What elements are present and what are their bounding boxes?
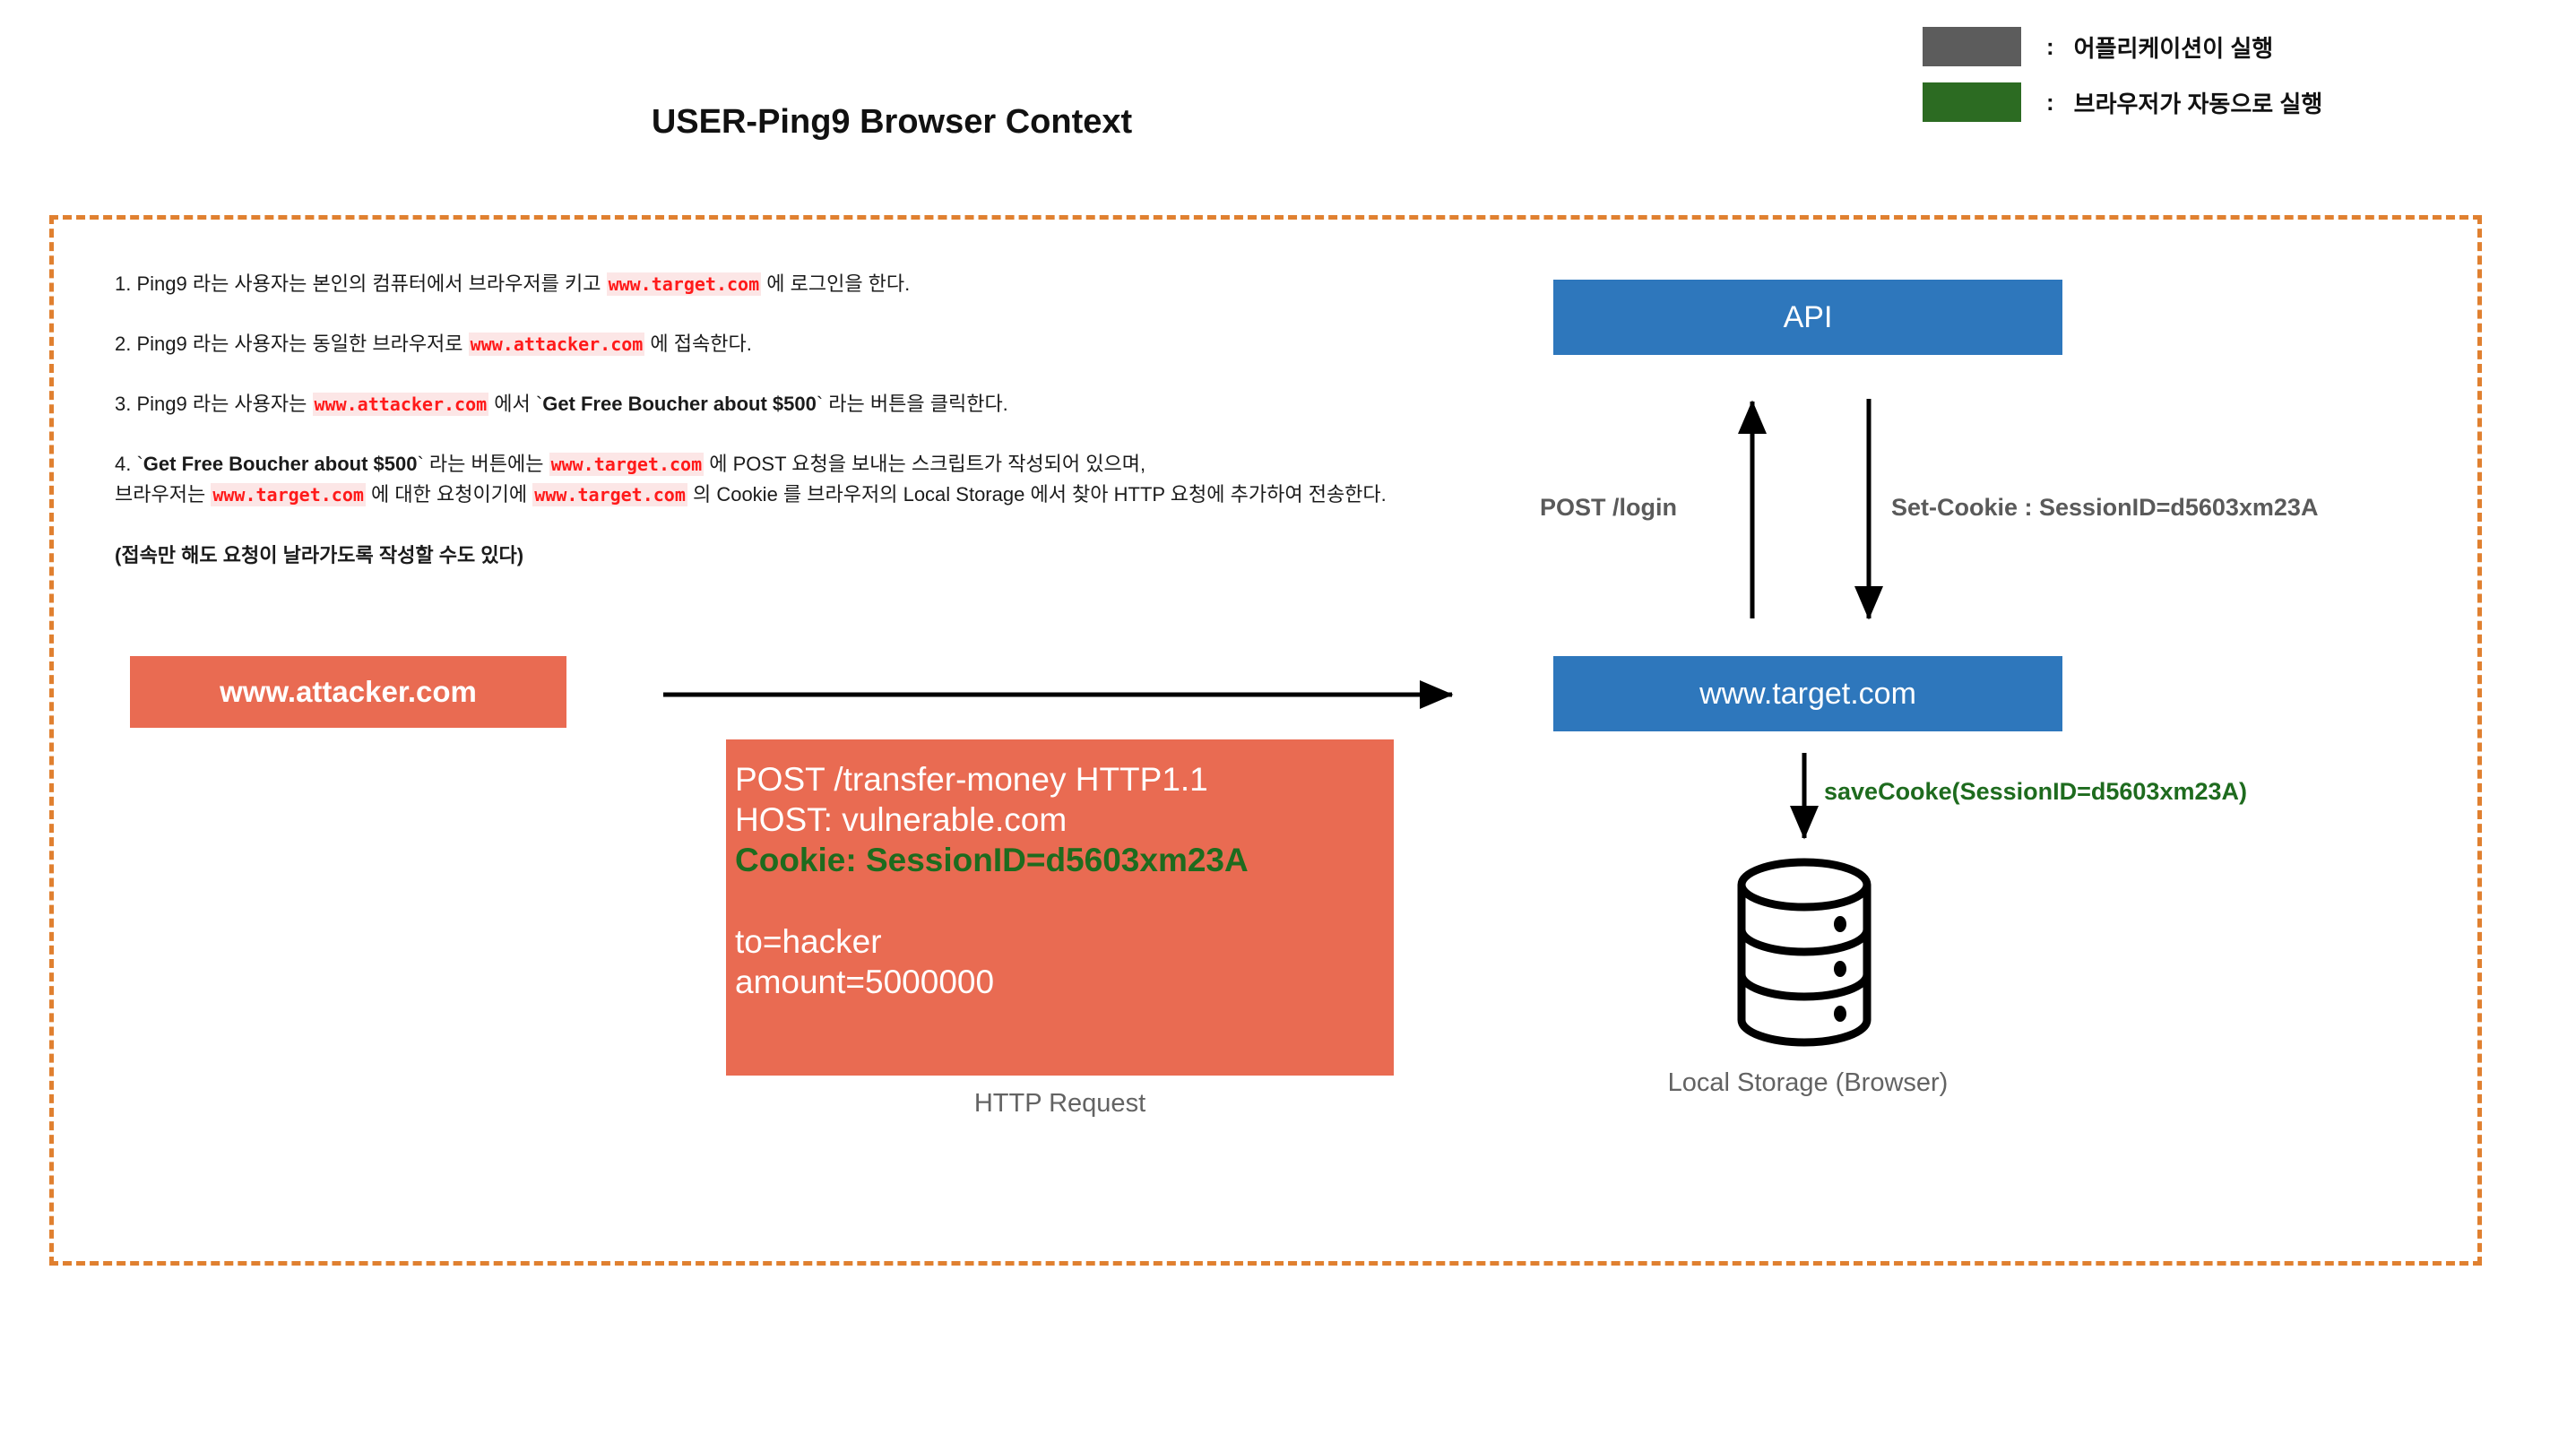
url-target: www.target.com [549,453,705,477]
step-4-text-mid1: ` 라는 버튼에는 [417,453,549,476]
http-request-line-2: HOST: vulnerable.com [735,801,1068,839]
local-storage-caption: Local Storage (Browser) [1667,1068,1949,1097]
step-3-text-pre: 3. Ping9 라는 사용자는 [115,393,313,416]
step-4-line-2: 브라우저는 www.target.com 에 대한 요청이기에 www.targ… [115,480,1513,510]
step-4-line2-pre: 브라우저는 [115,483,212,506]
legend-label-application: 어플리케이션이 실행 [2073,34,2274,62]
step-2-text-pre: 2. Ping9 라는 사용자는 동일한 브라우저로 [115,333,469,356]
step-4-text-mid2: 에 POST 요청을 보내는 스크립트가 작성되어 있으며, [704,453,1146,476]
node-api-label: API [1783,299,1833,334]
step-4-text-pre: 4. ` [115,453,143,476]
step-note: (접속만 해도 요청이 날라가도록 작성할 수도 있다) [115,544,524,567]
legend-swatch-application [1923,27,2021,66]
step-2: 2. Ping9 라는 사용자는 동일한 브라우저로 www.attacker.… [115,329,1513,359]
http-request-line-cookie: Cookie: SessionID=d5603xm23A [735,842,1249,879]
step-3-text-mid: 에서 ` [488,393,543,416]
node-api: API [1553,280,2062,355]
flow-label-save-cookie: saveCooke(SessionID=d5603xm23A) [1824,778,2247,805]
node-attacker-label: www.attacker.com [220,675,477,708]
legend-label-browser-auto: 브라우저가 자동으로 실행 [2073,90,2323,117]
http-request-line-1: POST /transfer-money HTTP1.1 [735,761,1208,798]
node-attacker-site: www.attacker.com [130,656,566,728]
database-icon [1737,858,1871,1047]
http-request-caption: HTTP Request [973,1089,1146,1118]
url-target: www.target.com [532,483,687,507]
http-request-line-body-amount: amount=5000000 [735,963,995,1000]
steps-list: 1. Ping9 라는 사용자는 본인의 컴퓨터에서 브라우저를 키고 www.… [115,269,1513,568]
url-attacker: www.attacker.com [468,333,645,357]
step-2-text-post: 에 접속한다. [644,333,752,356]
step-1-text-pre: 1. Ping9 라는 사용자는 본인의 컴퓨터에서 브라우저를 키고 [115,272,607,295]
step-1: 1. Ping9 라는 사용자는 본인의 컴퓨터에서 브라우저를 키고 www.… [115,269,1513,299]
step-1-text-post: 에 로그인을 한다. [761,272,911,295]
url-attacker: www.attacker.com [312,393,489,417]
legend-swatch-browser-auto [1923,82,2021,122]
url-target: www.target.com [211,483,366,507]
step-4-line-1: 4. `Get Free Boucher about $500` 라는 버튼에는… [115,449,1513,480]
step-3: 3. Ping9 라는 사용자는 www.attacker.com 에서 `Ge… [115,389,1513,419]
node-target-label: www.target.com [1699,676,1916,711]
legend-item-browser-auto: : 브라우저가 자동으로 실행 [1923,82,2550,122]
step-3-button-name: Get Free Boucher about $500 [542,393,817,416]
legend-separator: : [2046,88,2054,116]
flow-label-post-login: POST /login [1540,494,1677,521]
flow-label-set-cookie: Set-Cookie : SessionID=d5603xm23A [1891,494,2319,521]
legend-item-application: : 어플리케이션이 실행 [1923,27,2550,66]
legend-separator: : [2046,32,2054,60]
http-request-block: POST /transfer-money HTTP1.1 HOST: vulne… [726,739,1394,1076]
http-request-line-body-to: to=hacker [735,922,882,960]
step-4-line2-mid1: 에 대한 요청이기에 [365,483,533,506]
step-4-line2-post: 의 Cookie 를 브라우저의 Local Storage 에서 찾아 HTT… [687,483,1387,506]
node-target-site: www.target.com [1553,656,2062,731]
url-target: www.target.com [606,272,762,296]
step-4-button-name: Get Free Boucher about $500 [143,453,418,476]
page-title: USER-Ping9 Browser Context [651,103,1133,141]
step-4: 4. `Get Free Boucher about $500` 라는 버튼에는… [115,449,1513,510]
legend: : 어플리케이션이 실행 : 브라우저가 자동으로 실행 [1923,27,2550,138]
step-3-text-post: ` 라는 버튼을 클릭한다. [816,393,1008,416]
